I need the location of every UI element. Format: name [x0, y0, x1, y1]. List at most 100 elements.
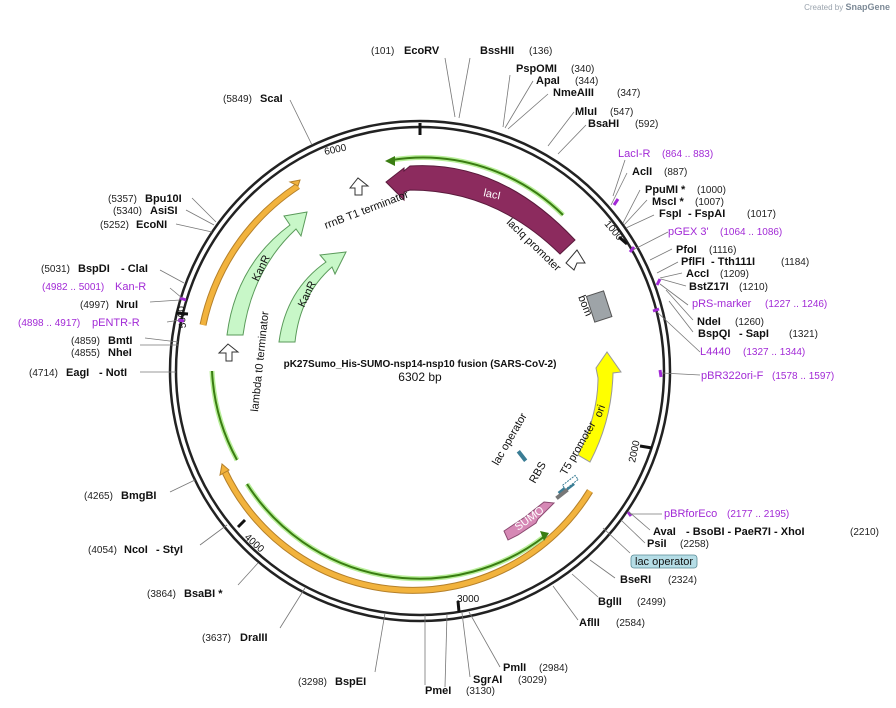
enzyme-scai-pos: (5849) [223, 94, 252, 105]
sumo-feature[interactable] [503, 501, 556, 541]
lac-operator-box-label: lac operator [635, 556, 693, 568]
lambda-terminator-arrow [217, 343, 240, 362]
orf-bottom [246, 483, 546, 580]
enzyme-aflii[interactable]: AflII [579, 617, 600, 629]
enzyme-bspqi[interactable]: BspQI [698, 328, 730, 340]
enzyme-bglii[interactable]: BglII [598, 596, 622, 608]
enzyme-ndei-pos: (1260) [735, 317, 764, 328]
orf-left-glow [209, 370, 240, 462]
enzyme-psii[interactable]: PsiI [647, 538, 667, 550]
primer-pbr322ori-f-range: (1578 .. 1597) [772, 371, 834, 382]
enzyme-sgrai[interactable]: SgrAI [473, 674, 502, 686]
enzyme-acli[interactable]: AclI [632, 166, 652, 178]
enzyme-nrui[interactable]: NruI [116, 299, 138, 311]
enzyme-pflfi[interactable]: PflFI [681, 256, 705, 268]
ori-feature[interactable] [577, 351, 622, 463]
enzyme-acci[interactable]: AccI [686, 268, 709, 280]
rbs-mark [561, 474, 579, 490]
enzyme-ndei[interactable]: NdeI [697, 316, 721, 328]
primer-pentr-r-range: (4898 .. 4917) [18, 318, 80, 329]
enzyme-mlui[interactable]: MluI [575, 106, 597, 118]
enzyme-ecorv[interactable]: EcoRV [404, 45, 440, 57]
enzyme-sgrai-pos: (3029) [518, 675, 547, 686]
lac-operator-box[interactable] [630, 554, 698, 569]
primer-pentr-r[interactable]: pENTR-R [92, 317, 140, 329]
enzyme-pmei[interactable]: PmeI [425, 685, 451, 697]
enzyme-bsahi[interactable]: BsaHI [588, 118, 619, 130]
rrnb-terminator-arrow [348, 177, 370, 196]
enzyme-bspdi[interactable]: BspDI [78, 263, 110, 275]
orf-arc-upper-left [200, 183, 300, 326]
enzyme-nhei[interactable]: NheI [108, 347, 132, 359]
enzyme-bspdi-pos: (5031) [41, 264, 70, 275]
enzyme-styi[interactable]: - StyI [156, 544, 183, 556]
kanr-outer-feature[interactable] [226, 211, 308, 336]
enzyme-apai[interactable]: ApaI [536, 75, 560, 87]
orf-top [391, 156, 564, 216]
primer-marks [177, 198, 663, 517]
primer-laci-r[interactable]: LacI-R [618, 148, 650, 160]
enzyme-pspomi-pos: (340) [571, 64, 594, 75]
enzyme-clai[interactable]: - ClaI [121, 263, 148, 275]
enzyme-msci[interactable]: MscI * [652, 196, 685, 208]
orf-top-arrowhead [385, 156, 395, 166]
enzyme-bstz17i[interactable]: BstZ17I [689, 281, 729, 293]
primer-laci-r-range: (864 .. 883) [662, 149, 713, 160]
enzyme-acli-pos: (887) [664, 167, 687, 178]
enzyme-eagi[interactable]: EagI [66, 367, 89, 379]
enzyme-bspei[interactable]: BspEI [335, 676, 366, 688]
enzyme-bmti-pos: (4859) [71, 336, 100, 347]
primer-pbrforeco[interactable]: pBRforEco [664, 508, 717, 520]
primer-l4440[interactable]: L4440 [700, 346, 731, 358]
enzyme-aflii-pos: (2584) [616, 618, 645, 629]
orf-bottom-arrowhead [540, 531, 549, 541]
enzyme-sapi[interactable]: - SapI [739, 328, 769, 340]
primer-pgex3-range: (1064 .. 1086) [720, 227, 782, 238]
enzyme-msci-pos: (1007) [695, 197, 724, 208]
enzyme-pspomi[interactable]: PspOMI [516, 63, 557, 75]
primer-kan-r[interactable]: Kan-R [115, 281, 146, 293]
lac-operator-inner-mark [516, 450, 528, 462]
snapgene-logo: SnapGene [845, 2, 890, 12]
enzyme-bmgbi-pos: (4265) [84, 491, 113, 502]
enzyme-fspi[interactable]: FspI [659, 208, 682, 220]
enzyme-bsshii[interactable]: BssHII [480, 45, 514, 57]
enzyme-pflfi-pos: (1184) [781, 257, 809, 268]
tick-label-6000: 6000 [323, 142, 347, 157]
enzyme-bsabi[interactable]: BsaBI * [184, 588, 223, 600]
enzyme-avai[interactable]: AvaI [653, 526, 676, 538]
enzyme-fspai[interactable]: - FspAI [688, 208, 725, 220]
enzyme-asisi[interactable]: AsiSI [150, 205, 178, 217]
enzyme-bmgbi[interactable]: BmgBI [121, 490, 156, 502]
enzyme-scai[interactable]: ScaI [260, 93, 283, 105]
enzyme-avai-isos[interactable]: - BsoBI - PaeR7I - XhoI [686, 526, 805, 538]
enzyme-fspi-pos: (1017) [747, 209, 776, 220]
enzyme-noti[interactable]: - NotI [99, 367, 127, 379]
sumo-label: SUMO [513, 504, 547, 533]
enzyme-draiii[interactable]: DraIII [240, 632, 268, 644]
enzyme-bsshii-pos: (136) [529, 46, 552, 57]
kanr-inner-feature[interactable] [278, 251, 347, 343]
enzyme-pmli[interactable]: PmlI [503, 662, 526, 674]
tick-marks [175, 123, 653, 613]
enzyme-ppumi[interactable]: PpuMI * [645, 184, 686, 196]
enzyme-bglii-pos: (2499) [637, 597, 666, 608]
enzyme-bmti[interactable]: BmtI [108, 335, 132, 347]
enzyme-bseri[interactable]: BseRI [620, 574, 651, 586]
primer-pgex3[interactable]: pGEX 3' [668, 226, 709, 238]
enzyme-nhei-pos: (4855) [71, 348, 100, 359]
enzyme-nmeaiii-pos: (347) [617, 88, 640, 99]
enzyme-nmeaiii[interactable]: NmeAIII [553, 87, 594, 99]
primer-pbr322ori-f[interactable]: pBR322ori-F [701, 370, 764, 382]
ori-label: ori [593, 403, 608, 419]
enzyme-pfoi[interactable]: PfoI [676, 244, 697, 256]
enzyme-ncoi[interactable]: NcoI [124, 544, 148, 556]
bom-feature[interactable] [585, 290, 613, 323]
laci-feature[interactable] [385, 165, 576, 255]
enzyme-econi[interactable]: EcoNI [136, 219, 167, 231]
enzyme-draiii-pos: (3637) [202, 633, 231, 644]
enzyme-bpu10i[interactable]: Bpu10I [145, 193, 182, 205]
enzyme-tth111i[interactable]: - Tth111I [711, 256, 755, 268]
primer-prs-marker[interactable]: pRS-marker [692, 298, 752, 310]
